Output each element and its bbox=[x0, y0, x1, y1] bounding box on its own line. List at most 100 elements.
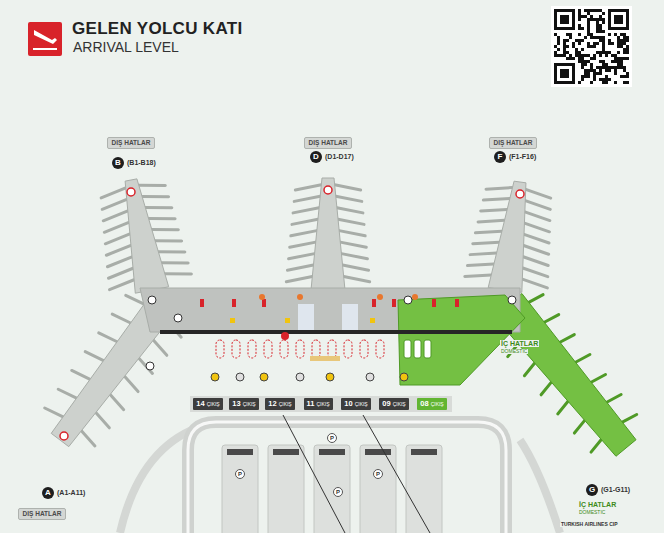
map-detail bbox=[599, 24, 602, 27]
gate-arm bbox=[106, 245, 131, 255]
map-detail bbox=[626, 75, 629, 78]
map-detail bbox=[611, 60, 614, 63]
map-detail bbox=[569, 36, 572, 39]
parking-sign: P bbox=[373, 469, 383, 479]
gate-arm bbox=[522, 279, 547, 288]
baggage-belt bbox=[404, 340, 411, 358]
map-detail bbox=[575, 39, 578, 42]
map-detail bbox=[581, 78, 584, 81]
map-detail bbox=[617, 27, 620, 30]
map-label: İÇ HATLAR bbox=[578, 501, 617, 508]
gate-arm bbox=[591, 439, 601, 452]
map-detail bbox=[590, 69, 593, 72]
gate-arm bbox=[292, 219, 318, 224]
map-detail bbox=[617, 36, 620, 39]
map-detail bbox=[563, 51, 566, 54]
map-detail bbox=[554, 69, 557, 72]
map-detail bbox=[587, 24, 590, 27]
map-detail bbox=[596, 27, 599, 30]
map-detail bbox=[620, 42, 623, 45]
map-detail bbox=[566, 57, 569, 60]
map-detail bbox=[587, 42, 590, 45]
map-detail bbox=[620, 63, 623, 66]
node-text: DIŞ HATLAR bbox=[494, 139, 533, 146]
map-detail bbox=[626, 24, 629, 27]
map-detail bbox=[596, 18, 599, 21]
map-detail bbox=[608, 39, 611, 42]
map-detail bbox=[557, 27, 560, 30]
map-detail bbox=[602, 42, 605, 45]
map-detail bbox=[563, 72, 566, 75]
service-icon bbox=[326, 373, 334, 381]
hall-icon bbox=[262, 299, 266, 307]
node-text: D bbox=[313, 153, 319, 161]
map-detail bbox=[602, 18, 605, 21]
map-detail bbox=[563, 54, 566, 57]
map-detail bbox=[584, 72, 587, 75]
map-detail bbox=[620, 66, 623, 69]
hall-icon bbox=[455, 299, 459, 307]
map-detail bbox=[581, 39, 584, 42]
pier-letter: B bbox=[112, 157, 124, 169]
map-detail bbox=[617, 39, 620, 42]
map-detail bbox=[554, 63, 557, 66]
map-detail bbox=[608, 27, 611, 30]
walk-icon bbox=[148, 296, 156, 304]
map-detail bbox=[584, 9, 587, 12]
map-detail bbox=[614, 57, 617, 60]
map-detail bbox=[602, 30, 605, 33]
map-detail bbox=[620, 21, 623, 24]
service-icon bbox=[400, 373, 408, 381]
map-detail bbox=[593, 75, 596, 78]
map-detail bbox=[599, 60, 602, 63]
map-detail bbox=[566, 51, 569, 54]
map-detail bbox=[572, 75, 575, 78]
gate-arm bbox=[107, 257, 132, 267]
map-detail bbox=[599, 39, 602, 42]
zone-tag: DIŞ HATLAR bbox=[107, 137, 156, 150]
map-detail bbox=[584, 69, 587, 72]
hall-desk bbox=[310, 356, 340, 361]
gate-arm bbox=[104, 222, 129, 232]
baggage-belt bbox=[216, 340, 224, 358]
map-detail bbox=[566, 39, 569, 42]
node-text: ÇIKIŞ bbox=[316, 402, 329, 407]
map-detail bbox=[617, 60, 620, 63]
map-detail bbox=[596, 42, 599, 45]
map-detail bbox=[605, 51, 608, 54]
map-detail bbox=[560, 21, 563, 24]
exit-strip bbox=[190, 396, 452, 412]
gate-arm bbox=[105, 234, 130, 244]
hall-icon bbox=[200, 299, 204, 307]
gate-arm bbox=[544, 315, 558, 323]
baggage-belt bbox=[264, 340, 272, 358]
gate-arm bbox=[523, 257, 548, 266]
hall-icon bbox=[297, 294, 303, 300]
map-detail bbox=[614, 69, 617, 72]
map-detail bbox=[584, 63, 587, 66]
gate-arm bbox=[470, 253, 496, 255]
info-icon bbox=[281, 332, 289, 340]
map-detail bbox=[620, 9, 623, 12]
hall-icon bbox=[370, 318, 375, 323]
map-detail bbox=[572, 12, 575, 15]
map-detail bbox=[626, 81, 629, 84]
map-detail bbox=[596, 66, 599, 69]
map-detail bbox=[587, 18, 590, 21]
gate-arm bbox=[338, 219, 364, 224]
map-detail bbox=[569, 33, 572, 36]
gate-arm bbox=[286, 277, 312, 282]
map-detail bbox=[578, 81, 581, 84]
map-detail bbox=[581, 48, 584, 51]
map-detail bbox=[611, 54, 614, 57]
map-detail bbox=[608, 33, 611, 36]
map-detail bbox=[557, 9, 560, 12]
map-detail bbox=[626, 57, 629, 60]
map-detail bbox=[554, 24, 557, 27]
map-detail bbox=[596, 72, 599, 75]
map-title: GELEN YOLCU KATI bbox=[72, 20, 242, 37]
map-detail bbox=[563, 63, 566, 66]
map-detail bbox=[593, 42, 596, 45]
map-label: (A1-A11) bbox=[56, 489, 86, 496]
map-detail bbox=[566, 75, 569, 78]
